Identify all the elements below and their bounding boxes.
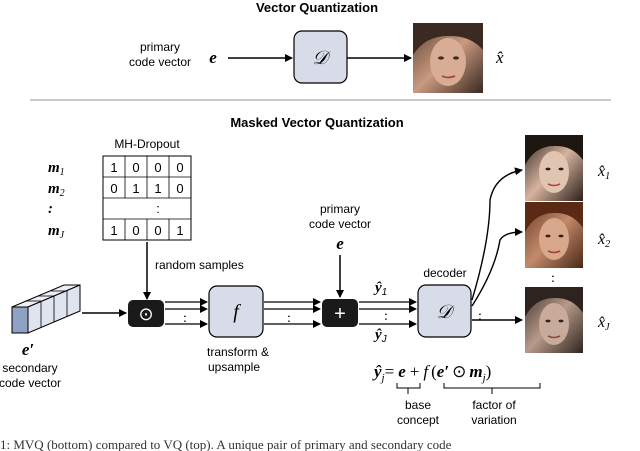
- mask-cell: 1: [154, 181, 161, 196]
- base-label-2: concept: [397, 413, 440, 427]
- mask-cell: 0: [176, 181, 183, 196]
- mask-cell: 0: [132, 160, 139, 175]
- output-face-image-2: [525, 202, 583, 268]
- vq-decoder-symbol: 𝒟: [312, 48, 331, 69]
- mvq-primary-label-1: primary: [320, 202, 360, 216]
- mask-row-label: m1: [48, 160, 65, 178]
- equation: ŷj=e+f(e′⊙mj): [372, 362, 491, 384]
- mask-cell: 1: [176, 223, 183, 238]
- vq-decoder-box: [293, 30, 348, 84]
- dots-plus-decoder: :: [384, 309, 388, 324]
- mvq-primary-label-2: code vector: [309, 217, 371, 231]
- mask-cell: 1: [132, 181, 139, 196]
- output-symbol: x̂1: [597, 163, 610, 182]
- mask-cell: 0: [110, 181, 117, 196]
- base-brace: [396, 383, 421, 394]
- factor-label-2: variation: [471, 413, 516, 427]
- vq-title: Vector Quantization: [256, 0, 378, 15]
- transform-label-1: transform &: [207, 345, 269, 359]
- dots-decoder-out: :: [478, 309, 482, 324]
- decoder-box: [417, 284, 472, 338]
- yJ-label: ŷJ: [373, 327, 388, 345]
- dots-f-plus: :: [287, 311, 291, 326]
- base-label-1: base: [405, 398, 431, 412]
- mask-cell: :: [156, 201, 160, 216]
- output-symbol: x̂J: [597, 314, 610, 333]
- mask-cell: 0: [154, 160, 161, 175]
- mask-cell: 1: [110, 223, 117, 238]
- mask-row-label: :: [48, 201, 53, 217]
- mvq-e-symbol: e: [336, 234, 344, 253]
- secondary-label-1: secondary: [2, 361, 57, 375]
- mask-row-label: m2: [48, 181, 65, 199]
- transform-f-box: [208, 285, 264, 338]
- decoder-symbol: 𝒟: [436, 302, 455, 323]
- mask-table: [102, 155, 192, 241]
- vq-output-symbol: x̂: [495, 48, 504, 67]
- caption-fragment: 1: MVQ (bottom) compared to VQ (top). A …: [0, 437, 452, 451]
- odot-box: [128, 300, 164, 327]
- output-symbol: x̂2: [597, 231, 610, 250]
- secondary-label-2: code vector: [0, 376, 61, 390]
- vq-primary-label-2: code vector: [129, 55, 191, 69]
- mh-dropout-label: MH-Dropout: [114, 137, 180, 151]
- transform-label-2: upsample: [208, 360, 260, 374]
- mask-row-label: mJ: [48, 223, 65, 241]
- secondary-e-symbol: e′: [22, 340, 34, 359]
- mask-cell: 0: [154, 223, 161, 238]
- output-face-image-J: [525, 287, 583, 353]
- mask-cell: 0: [176, 160, 183, 175]
- mvq-title: Masked Vector Quantization: [230, 115, 403, 130]
- y1-label: ŷ1: [373, 280, 387, 298]
- mask-cell: 1: [110, 160, 117, 175]
- arrow-decoder-to-x1: [471, 167, 523, 301]
- dots-outputs: :: [551, 271, 555, 286]
- output-face-image-1: [525, 135, 583, 201]
- f-symbol: f: [233, 301, 241, 323]
- plus-symbol: +: [334, 303, 346, 325]
- output-symbols: x̂1 x̂2 x̂J: [597, 163, 610, 333]
- random-samples-label: random samples: [155, 258, 244, 272]
- odot-symbol: ⊙: [138, 304, 153, 324]
- factor-label-1: factor of: [472, 398, 516, 412]
- arrow-decoder-to-x2: [471, 228, 523, 307]
- mask-cell: 0: [132, 223, 139, 238]
- secondary-code-vector-cube: [11, 284, 81, 334]
- factor-brace: [443, 383, 541, 394]
- vq-output-face-image: [413, 23, 483, 93]
- dots-odot-f: :: [183, 311, 187, 326]
- vq-primary-label-1: primary: [140, 40, 180, 54]
- decoder-label: decoder: [423, 266, 466, 280]
- plus-box: [322, 299, 358, 327]
- vq-e-symbol: e: [209, 48, 217, 67]
